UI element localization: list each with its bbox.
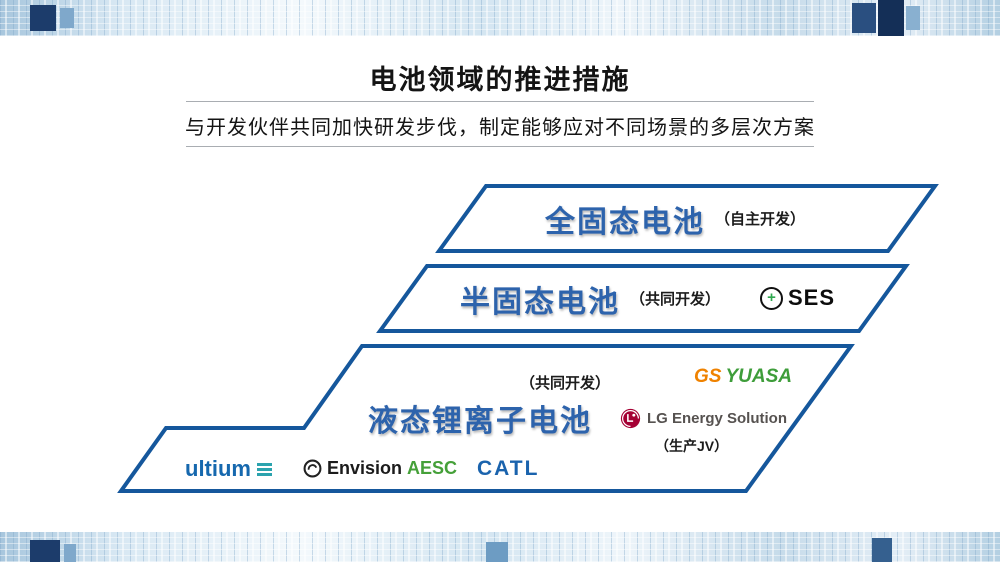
page-subtitle: 与开发伙伴共同加快研发步伐，制定能够应对不同场景的多层次方案 — [185, 117, 815, 139]
decor-square — [852, 3, 876, 33]
top-decor-bar — [0, 0, 1000, 36]
layer-liquid-note: （共同开发） — [520, 375, 611, 392]
aesc-wordmark: AESC — [407, 458, 458, 478]
envision-wordmark: Envision — [327, 458, 403, 478]
lg-wordmark: LG Energy Solution — [647, 410, 788, 427]
ses-wordmark: SES — [788, 285, 836, 310]
decor-square — [30, 5, 56, 31]
decor-square — [64, 544, 76, 562]
lg-energy-solution-logo: LG Energy Solution — [620, 408, 787, 429]
decor-square — [60, 8, 74, 28]
layer-solid-shape — [435, 184, 939, 253]
ses-plus-icon: + — [760, 286, 783, 310]
ses-logo: + SES — [760, 285, 835, 311]
decor-square — [30, 540, 60, 562]
page-title: 电池领域的推进措施 — [369, 65, 631, 95]
layer-semi-shape — [376, 264, 910, 333]
ultium-wordmark: ultium — [185, 456, 251, 481]
yuasa-wordmark: YUASA — [725, 366, 792, 387]
gs-wordmark: GS — [694, 366, 722, 387]
layer-semi-label: 半固态电池 — [459, 285, 620, 319]
ultium-stack-icon — [257, 462, 272, 476]
decor-square — [906, 6, 920, 30]
layer-liquid-label: 液态锂离子电池 — [368, 405, 592, 438]
layer-solid-row: 全固态电池 （自主开发） — [430, 186, 920, 251]
layer-liquid-shape — [117, 344, 855, 493]
divider-line — [186, 101, 814, 102]
envision-swirl-icon — [303, 459, 322, 478]
layer-solid-label: 全固态电池 — [544, 205, 705, 239]
layer-semi-row: 半固态电池 （共同开发） — [410, 266, 770, 331]
divider-line — [186, 146, 814, 147]
layer-semi-note: （共同开发） — [629, 291, 720, 308]
bottom-decor-bar — [0, 532, 1000, 562]
ultium-logo: ultium — [185, 456, 272, 482]
production-jv-note: （生产JV） — [655, 438, 729, 454]
decor-square — [872, 538, 892, 562]
layer-solid-note: （自主开发） — [714, 211, 805, 228]
lg-icon — [620, 408, 641, 429]
catl-logo: CATL — [477, 457, 540, 480]
gs-yuasa-logo: GS YUASA — [694, 366, 792, 388]
decor-square — [486, 542, 508, 562]
decor-square — [878, 0, 904, 36]
envision-aesc-logo: Envision AESC — [303, 458, 457, 479]
